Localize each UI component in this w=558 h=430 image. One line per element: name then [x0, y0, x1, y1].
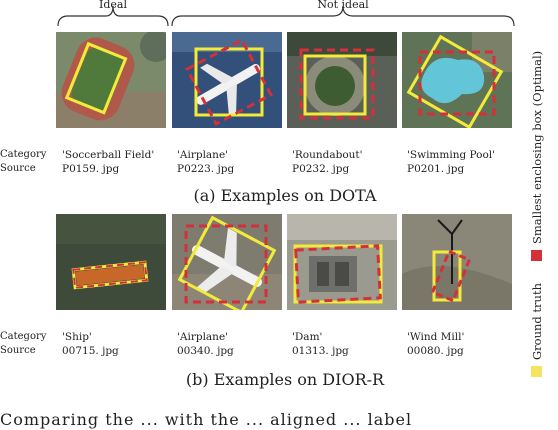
dior-source-3: 01313. jpg	[292, 345, 349, 357]
smallest-box-swatch	[531, 250, 542, 261]
dota-thumb-roundabout	[287, 32, 397, 128]
dior-category-4: 'Wind Mill'	[407, 331, 465, 343]
dior-caption: (b) Examples on DIOR-R	[185, 370, 385, 389]
dota-caption: (a) Examples on DOTA	[193, 186, 377, 205]
legend: Smallest enclosing box (Optimal) Ground …	[526, 32, 550, 382]
dota-source-label: Source	[0, 163, 36, 174]
ideal-label: Ideal	[99, 0, 127, 11]
dior-category-1: 'Ship'	[62, 331, 92, 343]
dota-source-2: P0223. jpg	[177, 163, 235, 175]
not-ideal-brace	[171, 5, 515, 27]
dior-thumb-ship	[56, 214, 166, 310]
dior-source-4: 00080. jpg	[407, 345, 464, 357]
dota-thumb-swimming-pool	[402, 32, 512, 128]
dior-source-1: 00715. jpg	[62, 345, 119, 357]
legend-ground-truth: Ground truth	[530, 283, 544, 360]
dior-thumb-wind-mill	[402, 214, 512, 310]
dior-thumb-dam	[287, 214, 397, 310]
dior-category-3: 'Dam'	[292, 331, 323, 343]
dota-category-2: 'Airplane'	[177, 149, 229, 161]
body-text-partial: Comparing the ... with the ... aligned .…	[0, 410, 413, 429]
dota-thumb-airplane	[172, 32, 282, 128]
not-ideal-label: Not ideal	[317, 0, 369, 11]
dota-category-3: 'Roundabout'	[292, 149, 363, 161]
dior-thumb-airplane	[172, 214, 282, 310]
dota-thumb-soccerball-field	[56, 32, 166, 128]
dior-category-label: Category	[0, 331, 47, 342]
dota-source-1: P0159. jpg	[62, 163, 120, 175]
dota-category-1: 'Soccerball Field'	[62, 149, 155, 161]
ground-truth-swatch	[531, 366, 542, 377]
dior-source-2: 00340. jpg	[177, 345, 234, 357]
dota-source-3: P0232. jpg	[292, 163, 350, 175]
ideal-brace	[57, 5, 169, 27]
legend-smallest-box: Smallest enclosing box (Optimal)	[530, 50, 544, 244]
dota-category-4: 'Swimming Pool'	[407, 149, 496, 161]
dota-source-4: P0201. jpg	[407, 163, 465, 175]
dior-category-2: 'Airplane'	[177, 331, 229, 343]
dota-category-label: Category	[0, 149, 47, 160]
dior-source-label: Source	[0, 345, 36, 356]
